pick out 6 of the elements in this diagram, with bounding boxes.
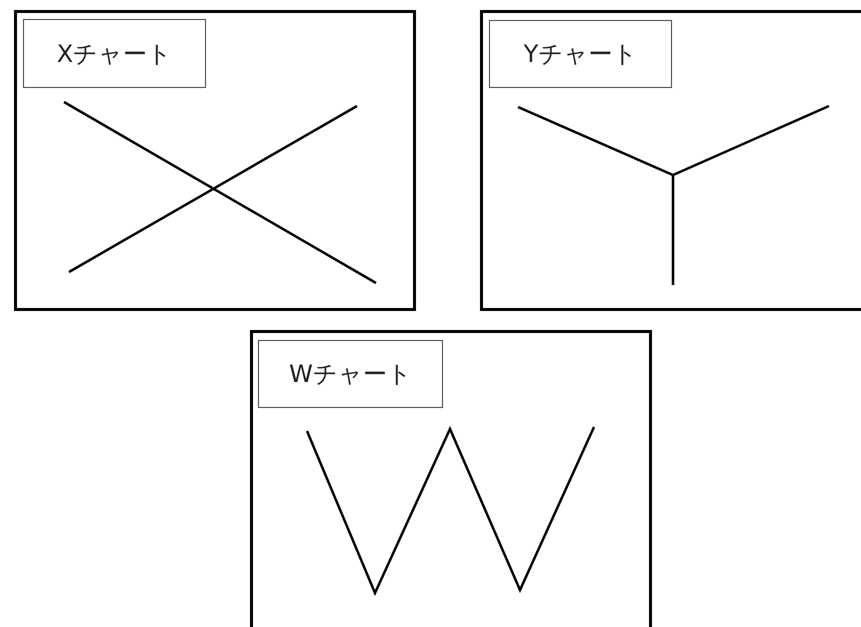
- title-box: Yチャート: [489, 20, 672, 88]
- chart-panel: [250, 330, 652, 627]
- chart-panel: [14, 10, 416, 311]
- title-box: Wチャート: [258, 340, 443, 408]
- title-box: Xチャート: [23, 19, 206, 88]
- chart-panel: [480, 10, 861, 311]
